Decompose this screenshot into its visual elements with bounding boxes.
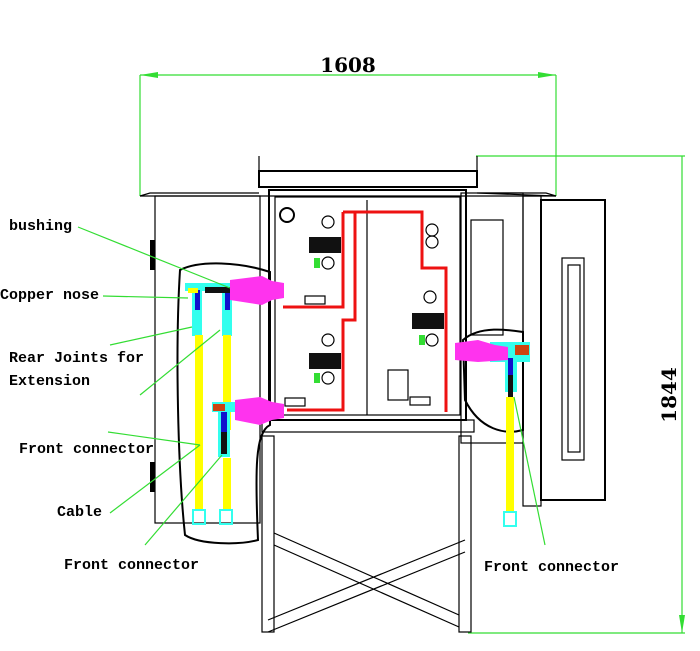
leader-lines xyxy=(77,226,546,546)
label-cable: Cable xyxy=(57,504,102,521)
busbar-lines xyxy=(283,210,448,412)
width-dimension xyxy=(139,72,557,196)
height-dimension-value: 1844 xyxy=(657,367,681,423)
cutaway-outline-left xyxy=(176,262,271,545)
width-dimension-value: 1608 xyxy=(320,53,376,77)
label-front-connector-left-upper: Front connector xyxy=(19,441,154,458)
left-cable-assembly xyxy=(185,276,284,525)
label-bushing: bushing xyxy=(9,218,72,235)
left-door-panel xyxy=(150,195,261,524)
right-cable-assembly xyxy=(455,340,530,527)
label-copper-nose: Copper nose xyxy=(0,287,99,304)
cutaway-outline-right xyxy=(461,328,524,433)
label-rear-joints-line1: Rear Joints for xyxy=(9,350,144,367)
switch-unit-lower-left xyxy=(284,333,341,407)
label-rear-joints-line2: Extension xyxy=(9,373,90,390)
switch-unit-right xyxy=(387,223,444,406)
height-dimension xyxy=(468,155,685,634)
switch-unit-upper-left xyxy=(304,215,341,305)
label-front-connector-left-lower: Front connector xyxy=(64,557,199,574)
label-front-connector-right: Front connector xyxy=(484,559,619,576)
cabinet-stand xyxy=(261,435,472,633)
cabinet-body xyxy=(261,189,475,433)
right-outer-door xyxy=(522,195,606,507)
